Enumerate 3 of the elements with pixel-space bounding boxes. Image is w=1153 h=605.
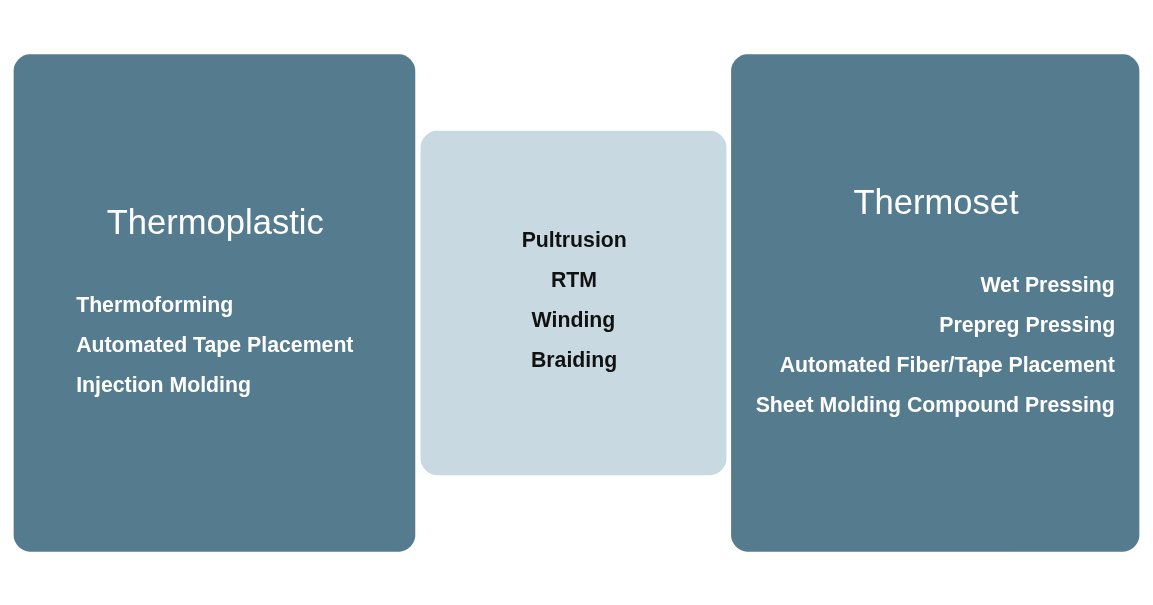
node-box: Thermoplastic Thermoforming Automated Tape Placement Injection Molding xyxy=(13,53,416,552)
node-box: Thermoset Wet Pressing Prepreg Pressing Automated Fiber/Tape Placement Sheet Molding Compound Pressing xyxy=(731,53,1140,552)
node-box: Pultrusion RTM Winding Braiding xyxy=(420,130,727,475)
